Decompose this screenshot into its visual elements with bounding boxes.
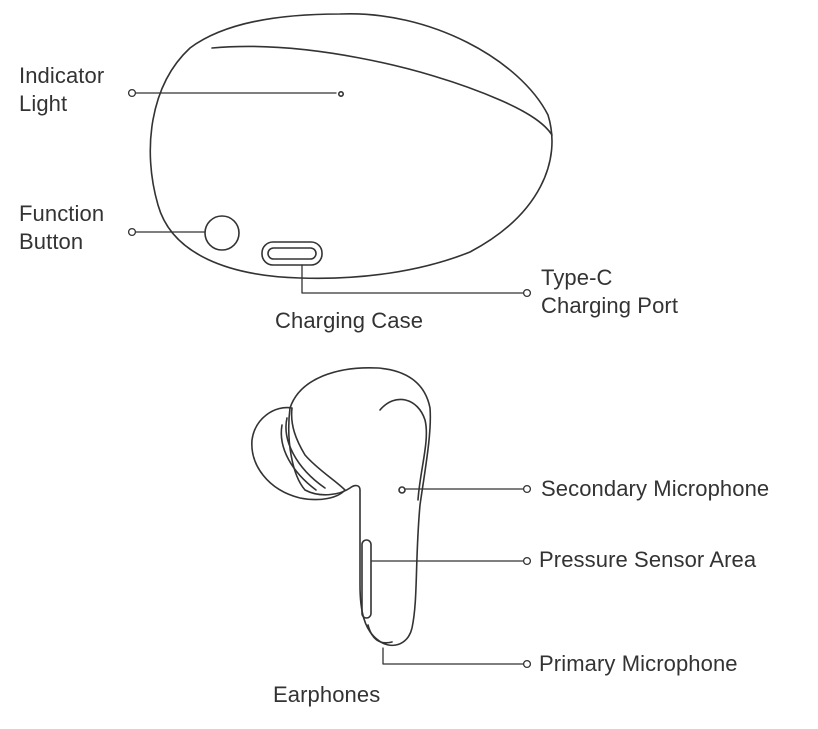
- earphones-caption: Earphones: [273, 682, 381, 707]
- pressure-sensor-shape: [361, 539, 372, 619]
- leader-dot-pressure-sensor: [522, 556, 532, 566]
- case-lid-seam: [211, 45, 553, 136]
- indicator-light-label: Indicator Light: [19, 63, 105, 116]
- leader-lines: [127, 88, 532, 669]
- leader-primary-microphone: [382, 647, 524, 665]
- type-c-port-label: Type-C Charging Port: [541, 265, 679, 318]
- case-outline: [149, 13, 553, 280]
- charging-case-caption: Charging Case: [275, 308, 424, 333]
- function-button-label: Function Button: [19, 201, 105, 254]
- leader-dot-type-c-port: [522, 288, 532, 298]
- leader-type-c-port: [301, 264, 524, 294]
- function-button-shape: [204, 215, 240, 251]
- leader-dot-indicator-light: [127, 88, 137, 98]
- earphone-body-outline: [287, 367, 432, 647]
- indicator-light-dot: [337, 91, 344, 98]
- earphone-illustration: [251, 367, 432, 647]
- pressure-sensor-area-label: Pressure Sensor Area: [539, 547, 757, 572]
- charging-case-illustration: [149, 13, 553, 280]
- ear-tip-ridge: [285, 417, 326, 489]
- stem-bottom-edge: [367, 624, 393, 644]
- primary-microphone-label: Primary Microphone: [539, 651, 738, 676]
- type-c-port-inner: [267, 247, 317, 260]
- secondary-microphone-dot: [398, 486, 406, 494]
- leader-dot-primary-microphone: [522, 659, 532, 669]
- earphone-stem-inner: [379, 398, 428, 501]
- leader-dot-secondary-microphone: [522, 484, 532, 494]
- ear-tip-outline: [251, 406, 346, 501]
- ear-tip-ridge-2: [280, 424, 317, 491]
- leader-dot-function-button: [127, 227, 137, 237]
- secondary-microphone-label: Secondary Microphone: [541, 476, 770, 501]
- type-c-port-shape: [261, 241, 323, 266]
